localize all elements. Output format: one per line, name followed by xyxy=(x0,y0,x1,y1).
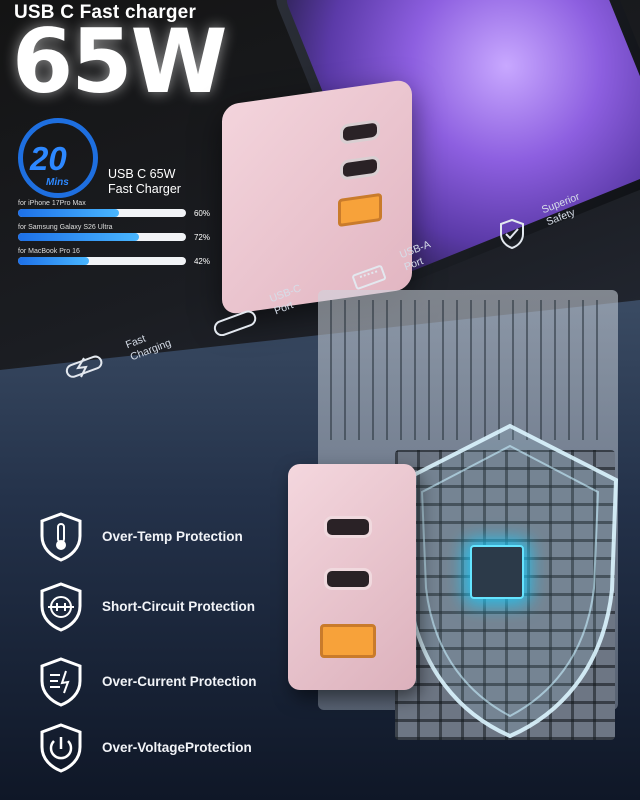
protection-item: Over-VoltageProtection xyxy=(38,723,398,777)
timer-badge-ring xyxy=(18,118,98,198)
protection-item: Short-Circuit Protection xyxy=(38,582,398,636)
thermometer-shield-icon xyxy=(40,512,82,562)
current-shield-icon xyxy=(40,657,82,707)
timer-badge-unit: Mins xyxy=(46,177,69,188)
charge-bar-label: for Samsung Galaxy S26 Ultra xyxy=(18,224,113,231)
charge-bar-track xyxy=(18,257,186,265)
charge-bar-percent: 42% xyxy=(193,257,210,266)
product-subtitle: USB C Fast charger xyxy=(14,2,197,23)
lightning-cable-icon xyxy=(65,355,103,378)
protection-shield-graphic xyxy=(401,423,619,739)
protection-label: Over-Current Protection xyxy=(102,674,257,689)
protection-label: Short-Circuit Protection xyxy=(102,599,256,614)
charge-bar-row: for MacBook Pro 16 42% xyxy=(18,248,210,266)
charge-bar-track xyxy=(18,209,186,217)
badge-title: USB C 65W Fast Charger xyxy=(108,167,181,197)
protection-label: Over-Temp Protection xyxy=(102,529,243,544)
charge-bar-percent: 60% xyxy=(193,209,210,218)
protection-item: Over-Current Protection xyxy=(38,657,398,711)
protection-label: Over-VoltageProtection xyxy=(102,740,252,755)
charge-bar-fill xyxy=(18,257,89,265)
usb-c-port-icon xyxy=(213,310,257,336)
charge-bar-label: for MacBook Pro 16 xyxy=(18,248,80,255)
usb-c-port-1 xyxy=(324,516,372,538)
voltage-shield-icon xyxy=(40,723,82,773)
usb-a-port-icon xyxy=(352,265,386,290)
usb-c-port-2 xyxy=(340,155,380,181)
charger-image-bottom xyxy=(288,464,416,690)
circuit-shield-icon xyxy=(40,582,82,632)
usb-c-port-2 xyxy=(324,568,372,590)
wattage-headline: 65W xyxy=(12,10,228,113)
timer-badge-number: 20 xyxy=(30,140,67,177)
glowing-chip xyxy=(470,545,524,599)
charge-bar-fill xyxy=(18,233,139,241)
charge-bar-row: for Samsung Galaxy S26 Ultra 72% xyxy=(18,224,210,242)
charge-bar-row: for iPhone 17Pro Max 60% xyxy=(18,200,210,218)
badge-title-line1: USB C 65W xyxy=(108,167,176,181)
housing-vent-grid xyxy=(330,300,610,440)
usb-a-port xyxy=(338,192,382,228)
charge-bar-fill xyxy=(18,209,119,217)
charge-bar-label: for iPhone 17Pro Max xyxy=(18,200,86,207)
usb-c-port-1 xyxy=(340,119,380,145)
charge-bar-track xyxy=(18,233,186,241)
shield-check-icon xyxy=(500,218,524,250)
charge-bar-percent: 72% xyxy=(193,233,210,242)
badge-title-line2: Fast Charger xyxy=(108,182,181,196)
protection-item: Over-Temp Protection xyxy=(38,512,398,566)
usb-a-port xyxy=(320,624,376,658)
